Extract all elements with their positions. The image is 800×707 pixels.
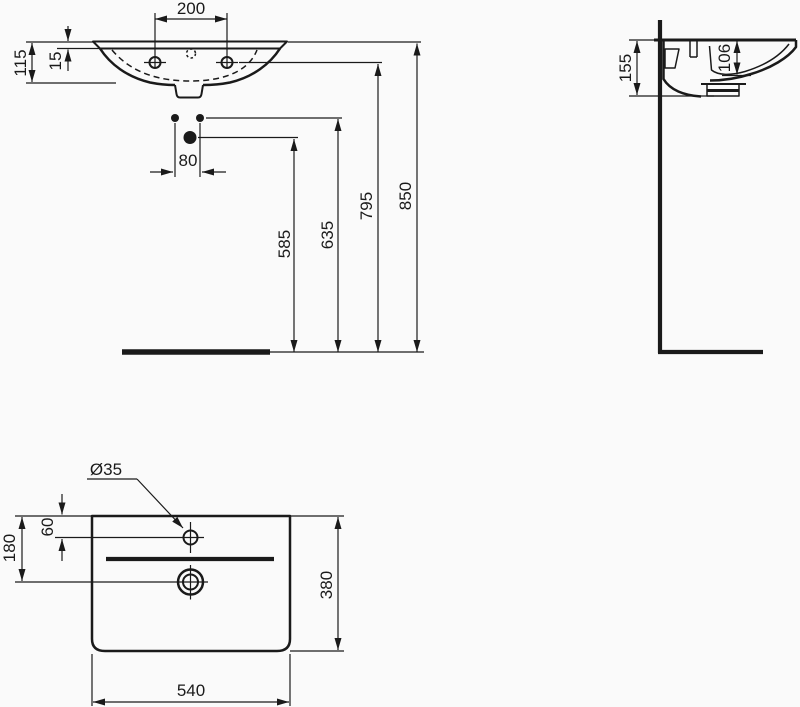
ext-lines-80 [174,123,201,177]
bowl-inner-side [708,43,790,76]
bowl-outline-right [202,47,282,87]
dim-label-540: 540 [177,681,205,700]
leader-arrow-dia35 [136,478,184,529]
ext-lines-380 [290,515,344,652]
dim-label-dia35: Ø35 [90,460,122,479]
fixing-dot-right [196,114,204,122]
dim-label-635: 635 [318,221,337,249]
fixing-bracket-side [664,48,680,69]
dim-label-200: 200 [177,0,205,18]
dim-label-80: 80 [179,151,198,170]
dim-label-380: 380 [317,571,336,599]
dim-label-155: 155 [616,54,635,82]
dim-label-60: 60 [38,518,57,537]
ext-lines-115 [26,41,116,84]
bowl-outer-side [709,40,798,82]
dim-label-106: 106 [715,44,734,72]
dim-label-15: 15 [46,52,65,71]
drain-boss-front [174,84,204,99]
dim-label-115: 115 [11,49,30,76]
trap-dot [183,131,197,144]
bowl-outline-left [98,47,176,87]
dim-label-180: 180 [0,534,19,562]
tap-hole-front [185,48,197,59]
ext-lines-540 [91,654,291,706]
fixing-dot-left [171,114,179,122]
plan-view: Ø35 60 180 380 540 [0,460,344,706]
ext-lines-155 [629,39,714,97]
tap-hole-side [689,41,698,58]
dim-label-585: 585 [275,230,294,258]
front-view: 200 115 15 80 585 635 795 850 [11,0,424,355]
basin-outline-plan [90,514,292,653]
dim-label-850: 850 [396,182,415,210]
bowl-inner-dashed [111,49,258,82]
dim-label-795: 795 [357,192,376,220]
basin-rim-front [92,40,288,50]
side-view: 155 106 [616,20,798,355]
